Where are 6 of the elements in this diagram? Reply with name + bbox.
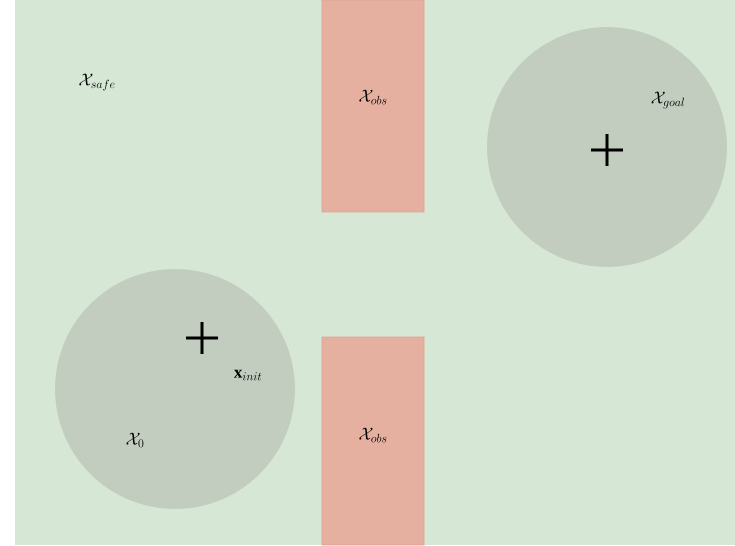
set-label: $\mathcal{X}_{goal}$ (652, 92, 684, 108)
set-label: $\mathcal{X}_0$ (126, 432, 144, 448)
set-label: $\mathcal{X}_{obs}$ (359, 90, 386, 104)
set-label: $\mathbf{x}_{init}$ (234, 370, 262, 380)
set-label: $\mathcal{X}_{obs}$ (359, 428, 386, 442)
set-label: $\mathcal{X}_{safe}$ (79, 74, 115, 90)
